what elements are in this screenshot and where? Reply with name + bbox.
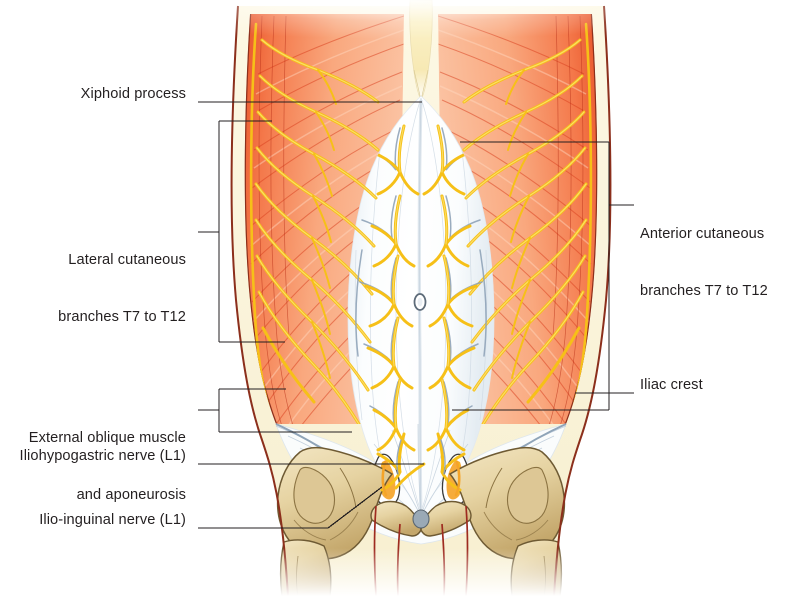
umbilicus — [413, 293, 427, 311]
body-outline — [230, 5, 612, 596]
leader-anterior-cutaneous-branches — [452, 141, 634, 411]
leader-lateral-cutaneous-branches — [198, 120, 285, 343]
label-lateral-cutaneous-branches-line2: branches T7 to T12 — [58, 309, 186, 325]
leader-external-oblique-muscle — [198, 388, 352, 433]
label-lateral-cutaneous-branches-line1: Lateral cutaneous — [68, 252, 186, 268]
ilio-inguinal-nerve-path — [381, 460, 461, 497]
label-iliac-crest: Iliac crest — [640, 377, 703, 393]
label-external-oblique-muscle-line1: External oblique muscle — [28, 430, 186, 446]
label-ilio-inguinal-nerve: Ilio-inguinal nerve (L1) — [39, 512, 186, 528]
label-lateral-cutaneous-branches: Lateral cutaneous branches T7 to T12 — [58, 213, 186, 346]
lateral-cutaneous-branches-left — [249, 22, 380, 424]
pubic-symphysis — [412, 509, 430, 529]
label-external-oblique-muscle-line2: and aponeurosis — [76, 487, 186, 503]
label-xiphoid-process: Xiphoid process — [80, 86, 186, 102]
label-anterior-cutaneous-branches-line1: Anterior cutaneous — [640, 226, 765, 242]
iliohypogastric-nerve-path — [394, 462, 426, 490]
leader-lines — [198, 101, 634, 529]
label-anterior-cutaneous-branches-line2: branches T7 to T12 — [640, 283, 768, 299]
top-fade — [200, 0, 620, 46]
label-external-oblique-muscle: External oblique muscle and aponeurosis — [29, 391, 186, 524]
label-iliohypogastric-nerve: Iliohypogastric nerve (L1) — [19, 448, 186, 464]
label-anterior-cutaneous-branches: Anterior cutaneous branches T7 to T12 — [640, 187, 768, 320]
leader-ilio-inguinal-nerve — [198, 486, 383, 529]
lateral-cutaneous-branches-right — [462, 22, 593, 424]
bottom-fade — [230, 548, 610, 596]
lower-cutaneous-branches — [376, 432, 466, 497]
